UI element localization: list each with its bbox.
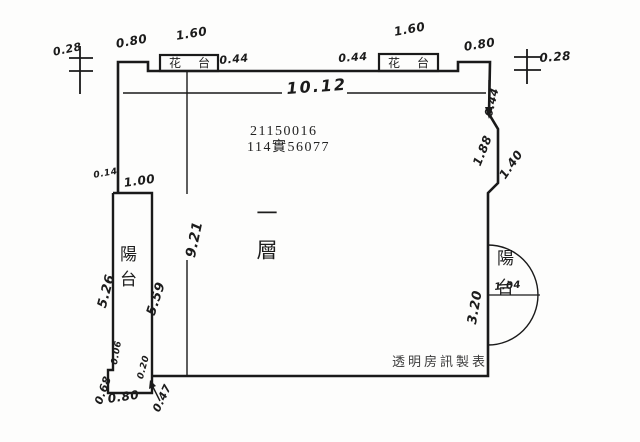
balcony-drop-arrow (151, 384, 161, 402)
watermark-text: 透明房訊製表 (392, 354, 489, 369)
case-number: 114實56077 (247, 140, 330, 155)
right-balcony-label: 陽台 (494, 249, 513, 307)
flower-bed-right-box (377, 52, 440, 73)
flower-bed-right-label: 花 台 (388, 56, 437, 70)
left-balcony-label: 陽台 (117, 245, 136, 295)
dim-overall-width: 10.12 (285, 74, 348, 98)
flower-bed-left-label: 花 台 (169, 56, 218, 70)
balcony-drop-arrowhead (149, 380, 156, 389)
right-wall-arrowhead (485, 107, 493, 119)
left-balcony-outline (106, 191, 154, 395)
unit-label: 一層 (254, 202, 278, 276)
dim-offset-top-right: 0.28 (538, 48, 572, 65)
parcel-number: 21150016 (250, 124, 318, 139)
datum-symbol-left (69, 46, 93, 94)
building-outline (116, 60, 500, 378)
datum-symbol-right (514, 49, 541, 84)
dim-gap-before-right-flower-bed: 0.44 (337, 49, 368, 65)
dim-gap-after-left-flower-bed: 0.44 (218, 51, 250, 67)
flower-bed-left-box (158, 53, 220, 73)
